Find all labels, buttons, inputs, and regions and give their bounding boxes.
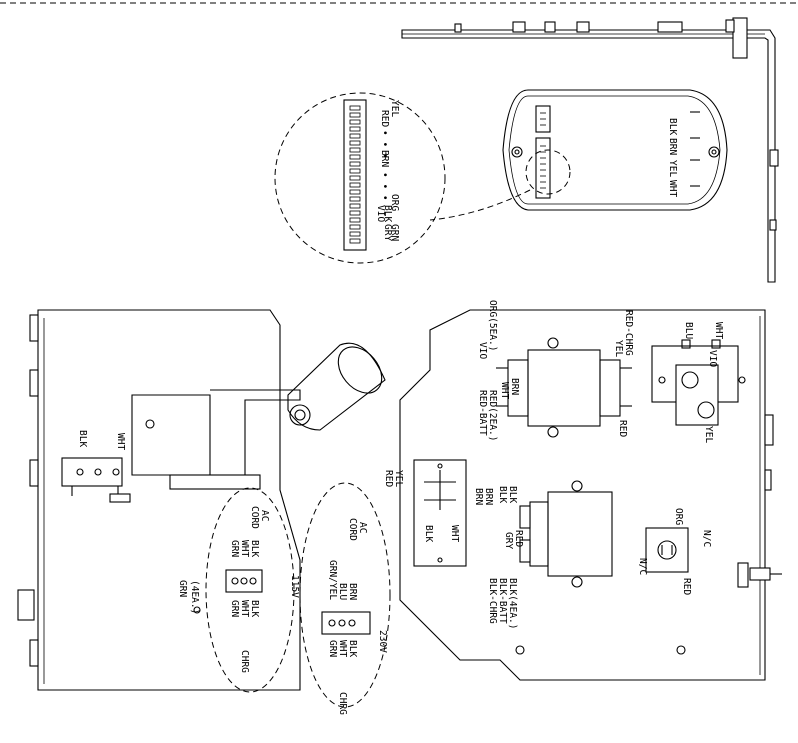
breaker-red: RED	[383, 470, 394, 487]
breaker-brn-1: BRN	[473, 488, 484, 505]
inset-dots-1: • • •	[379, 130, 390, 159]
inset-wire-blk: BLK	[382, 205, 393, 222]
top-label-wht: WHT	[667, 180, 678, 197]
connector-pin	[349, 140, 361, 146]
relay1-vio: VIO	[477, 342, 488, 359]
voltage-230: 230V	[377, 630, 388, 653]
grn-ground-label: GRN	[177, 580, 188, 597]
outlet-red: RED	[681, 578, 692, 595]
top-panel: BLK BRN YEL WHT	[401, 17, 779, 283]
connector-pin	[349, 112, 361, 118]
connector-pin	[349, 133, 361, 139]
cord-115-grn: GRN	[229, 540, 240, 557]
cord-230-brn: BRN	[347, 583, 358, 600]
relay2-blk-1: BLK	[507, 486, 518, 503]
connector-pin	[349, 224, 361, 230]
wiring-115v: AC CORD GRN WHT BLK GRN WHT BLK CHRG 115…	[205, 487, 300, 693]
relay2-blk-2: BLK	[497, 486, 508, 503]
chrg-115-grn: GRN	[229, 600, 240, 617]
relay1-yel: YEL	[613, 340, 624, 357]
connector-pin	[349, 119, 361, 125]
inset-dots-2: • • •	[379, 172, 390, 201]
cord-230-grnyel: GRN/YEL	[327, 560, 338, 600]
relay1-brn: BRN	[509, 378, 520, 395]
relay1-org: ORG(5EA.)	[487, 300, 498, 351]
breaker-yel: YEL	[393, 470, 404, 487]
relay1-red2: RED(2EA.)	[487, 390, 498, 441]
relay2-blk4: BLK(4EA.)	[507, 578, 518, 629]
connector-pin	[349, 182, 361, 188]
solenoid-blu: BLU	[683, 322, 694, 339]
inset-wire-grn: GRN	[389, 224, 400, 241]
connector-pin	[349, 126, 361, 132]
connector-pin	[349, 168, 361, 174]
chrg-230-label: CHRG	[337, 692, 348, 715]
chrg-115-label: CHRG	[239, 650, 250, 673]
connector-pin	[349, 175, 361, 181]
left-terminal-wht: WHT	[115, 433, 126, 450]
inset-wire-yel: YEL	[389, 100, 400, 117]
grn-ground-count: (4EA.)	[189, 580, 200, 614]
chrg-115-wht: WHT	[239, 600, 250, 617]
ac-cord-230-ac: AC	[357, 522, 368, 533]
solenoid-yel: YEL	[703, 426, 714, 443]
connector-pin	[349, 161, 361, 167]
connector-pin	[349, 147, 361, 153]
chrg-230-wht: WHT	[337, 640, 348, 657]
left-panel: BLK WHT GRN (4EA.)	[17, 309, 386, 691]
relay2-blk-chrg: BLK-CHRG	[487, 578, 498, 624]
relay2-red: RED	[513, 530, 524, 547]
inset-wire-brn: BRN	[379, 150, 390, 167]
outlet-nc-right: N/C	[701, 530, 712, 547]
outlet-nc-left: N/C	[637, 558, 648, 575]
connector-pin	[349, 238, 361, 244]
chrg-230-blk: BLK	[347, 640, 358, 657]
wiring-230v: AC CORD GRN/YEL BLU BRN GRN WHT BLK CHRG…	[299, 482, 391, 715]
cord-230-blu: BLU	[337, 583, 348, 600]
cord-115-blk: BLK	[249, 540, 260, 557]
breaker-wht: WHT	[449, 525, 460, 542]
ac-cord-230-cord: CORD	[347, 518, 358, 541]
top-label-brn: BRN	[667, 138, 678, 155]
ac-cord-115-cord: CORD	[249, 506, 260, 529]
outlet-org: ORG	[673, 508, 684, 525]
right-panel: VIO ORG(5EA.) RED-CHRG YEL RED-BATT RED(…	[383, 300, 782, 681]
connector-pin	[349, 196, 361, 202]
connector-pin	[349, 217, 361, 223]
connector-pin	[349, 154, 361, 160]
chrg-115-blk: BLK	[249, 600, 260, 617]
relay1-red: RED	[617, 420, 628, 437]
solenoid-vio: VIO	[707, 350, 718, 367]
relay1-wht: WHT	[499, 382, 510, 399]
voltage-115: 115V	[289, 575, 300, 598]
connector-pin	[349, 210, 361, 216]
relay2-gry: GRY	[503, 532, 514, 549]
connector-pin	[349, 105, 361, 111]
inset-wire-gry: GRY	[382, 224, 393, 241]
connector-pin	[349, 231, 361, 237]
ac-cord-115-ac: AC	[259, 510, 270, 521]
breaker-brn-2: BRN	[483, 488, 494, 505]
relay2-blk-batt: BLK-BATT	[497, 578, 508, 624]
solenoid-wht: WHT	[713, 322, 724, 339]
top-label-yel: YEL	[667, 160, 678, 177]
top-label-blk: BLK	[667, 118, 678, 135]
relay1-red-batt: RED-BATT	[477, 390, 488, 436]
chrg-230-grn: GRN	[327, 640, 338, 657]
cord-115-wht: WHT	[239, 540, 250, 557]
inset-wire-red: RED	[379, 110, 390, 127]
detail-inset: YEL RED • • • BRN • • • ORG BLK VIO GRN …	[274, 92, 446, 264]
inset-wire-vio: VIO	[375, 205, 386, 222]
relay1-red-chrg: RED-CHRG	[623, 310, 634, 356]
breaker-blk: BLK	[423, 525, 434, 542]
left-terminal-blk: BLK	[77, 430, 88, 447]
connector-pin	[349, 203, 361, 209]
inset-wire-org: ORG	[389, 194, 400, 211]
connector-pin	[349, 189, 361, 195]
